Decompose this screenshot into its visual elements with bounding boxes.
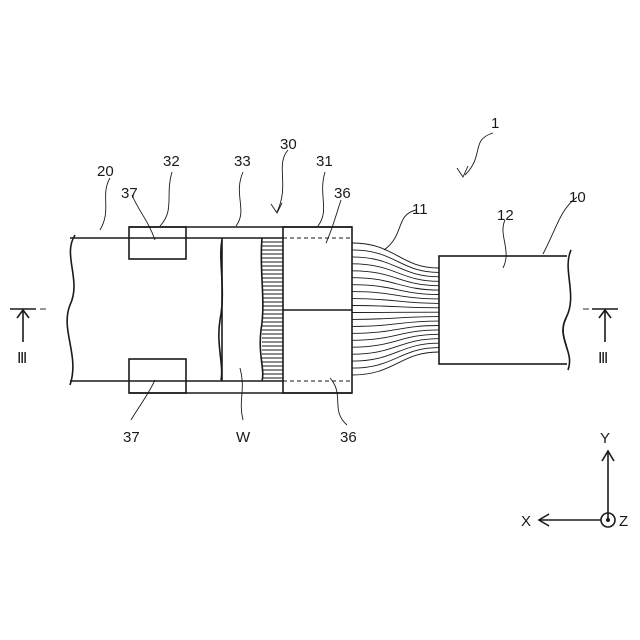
label-12: 12 [497, 207, 514, 224]
wire-strand [352, 317, 439, 320]
label-11: 11 [412, 201, 428, 218]
reference-labels: 1 10 11 12 20 30 31 32 33 36 36 37 37 W … [17, 115, 628, 530]
label-31: 31 [316, 153, 333, 170]
wire-strand [352, 334, 439, 347]
wire-strand [352, 278, 439, 290]
wire-strand [352, 352, 439, 375]
section-label-left: Ⅲ [17, 350, 27, 367]
label-33: 33 [234, 153, 251, 170]
section-label-right: Ⅲ [598, 350, 608, 367]
cable-10 [439, 250, 579, 370]
label-30: 30 [280, 136, 297, 153]
wire-strand [352, 250, 439, 273]
label-37-top: 37 [121, 185, 138, 202]
label-W: W [236, 429, 251, 446]
wires-11 [352, 243, 439, 375]
wire-strand [352, 292, 439, 299]
wire-strand [352, 326, 439, 334]
label-32: 32 [163, 153, 180, 170]
wire-strand [352, 299, 439, 304]
section-marker-right [583, 309, 618, 342]
section-marker-left [10, 309, 46, 342]
label-36-bottom: 36 [340, 429, 357, 446]
label-1: 1 [491, 115, 499, 132]
axis-label-z: Z [619, 513, 628, 530]
label-20: 20 [97, 163, 114, 180]
label-37-bottom: 37 [123, 429, 140, 446]
cable-20 [67, 235, 283, 385]
label-10: 10 [569, 189, 586, 206]
label-36-top: 36 [334, 185, 351, 202]
axis-indicator [539, 451, 615, 527]
wire-strand [352, 348, 439, 369]
wire-strand [352, 306, 439, 308]
terminal-37-top [129, 227, 186, 259]
connector-31 [283, 227, 352, 393]
axis-label-x: X [521, 513, 531, 530]
terminal-37-bottom [129, 359, 186, 393]
hatched-zone [262, 242, 283, 378]
axis-label-y: Y [600, 430, 610, 447]
